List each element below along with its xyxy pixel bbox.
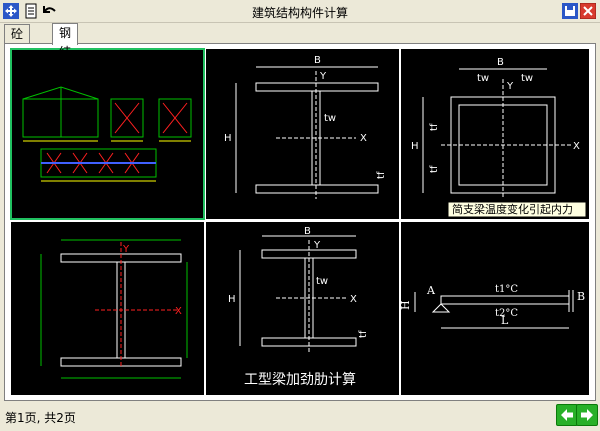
h-section-dim-drawing: Y X — [40, 239, 188, 379]
thumbnail-frame-elevation[interactable] — [10, 48, 205, 220]
box-section-label-y: Y — [506, 81, 514, 92]
arrow-left-icon — [561, 409, 573, 421]
thumbnail-beam-temp[interactable]: A B H t1°C t2°C L — [401, 222, 589, 395]
thumbnail-box-section[interactable]: B Y tw tw H X tf tf 简支梁温度变化引起内力 — [401, 49, 589, 219]
previous-page-button[interactable] — [556, 404, 578, 426]
h-section-stiffened-drawing: B Y H tw X tf 工型梁加劲肋计算 — [228, 226, 369, 388]
thumbnail-h-section-stiffened[interactable]: B Y H tw X tf 工型梁加劲肋计算 — [206, 222, 399, 395]
box-section-tooltip: 简支梁温度变化引起内力 — [452, 202, 573, 216]
box-section-drawing: B Y tw tw H X tf tf 简支梁温度变化引起内力 — [411, 57, 587, 218]
thumbnail-h-section-dim[interactable]: Y X — [11, 222, 204, 395]
h-section-label-x: X — [360, 133, 367, 144]
close-icon[interactable] — [580, 3, 596, 19]
thumbnail-h-section[interactable]: B Y H tw X tf — [206, 49, 399, 219]
window-title: 建筑结构构件计算 — [251, 6, 348, 20]
box-section-label-tw-right: tw — [521, 73, 533, 84]
box-section-label-b: B — [497, 57, 504, 68]
beam-temp-label-t2: t2°C — [495, 308, 518, 319]
document-icon[interactable] — [23, 3, 39, 19]
beam-temp-label-l: L — [501, 314, 509, 327]
box-section-label-x: X — [573, 141, 580, 152]
box-section-label-tw-left: tw — [477, 73, 489, 84]
h-section-stiffened-label-h: H — [228, 294, 236, 305]
beam-temp-label-a: A — [426, 284, 436, 297]
h-section-stiffened-label-b: B — [304, 226, 311, 237]
thumbnail-grid: B Y H tw X tf B Y tw tw H X tf tf — [8, 47, 592, 397]
h-section-label-tw: tw — [324, 113, 336, 124]
beam-temp-label-h: H — [401, 300, 412, 310]
h-section-drawing: B Y H tw X tf — [224, 55, 387, 199]
h-section-stiffened-label-y: Y — [313, 240, 321, 251]
h-section-label-h: H — [224, 133, 232, 144]
h-section-stiffened-label-tf: tf — [358, 330, 369, 338]
h-section-stiffened-label-x: X — [350, 294, 357, 305]
move-icon[interactable] — [3, 3, 19, 19]
save-icon[interactable] — [562, 3, 578, 19]
tab-concrete[interactable]: 砼结构 — [4, 24, 31, 79]
box-section-label-tf-top: tf — [429, 123, 440, 131]
h-section-dim-label-x: X — [175, 306, 182, 317]
page-indicator: 第1页, 共2页 — [5, 411, 76, 425]
h-section-label-tf: tf — [376, 171, 387, 179]
h-section-label-y: Y — [319, 71, 327, 82]
title-bar: 建筑结构构件计算 — [0, 0, 600, 23]
status-bar: 第1页, 共2页 — [0, 401, 600, 431]
h-section-stiffened-caption: 工型梁加劲肋计算 — [244, 372, 356, 388]
undo-icon[interactable] — [41, 3, 57, 19]
h-section-label-b: B — [314, 55, 321, 66]
h-section-stiffened-label-tw: tw — [316, 276, 328, 287]
beam-temp-drawing: A B H t1°C t2°C L — [401, 284, 585, 329]
next-page-button[interactable] — [576, 404, 598, 426]
tab-steel[interactable]: 钢结构 — [52, 23, 79, 78]
frame-elevation-drawing — [22, 86, 192, 182]
beam-temp-label-t1: t1°C — [495, 284, 518, 295]
box-section-label-tf-bottom: tf — [429, 165, 440, 173]
h-section-dim-label-y: Y — [122, 244, 130, 255]
beam-temp-label-b: B — [577, 290, 585, 303]
box-section-label-h: H — [411, 141, 419, 152]
arrow-right-icon — [581, 409, 593, 421]
